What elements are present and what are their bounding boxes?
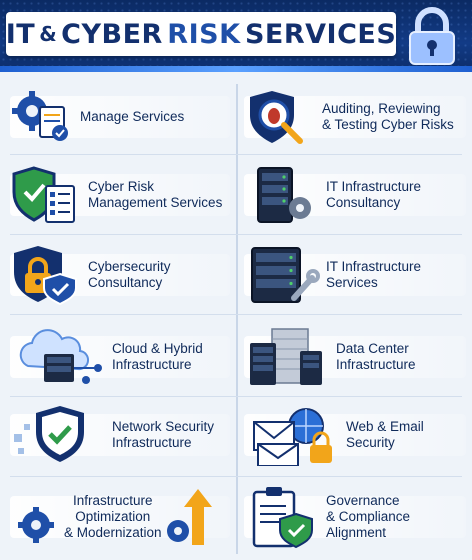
service-card-cybersecurity-consultancy[interactable]: Cybersecurity Consultancy [10, 244, 230, 306]
service-card-manage-services[interactable]: Manage Services [10, 86, 230, 148]
service-label: Cybersecurity Consultancy [88, 259, 171, 290]
title-ampersand: & [39, 22, 58, 46]
page-title: IT & CYBER RISK SERVICES [6, 12, 396, 56]
shield-checklist-icon [12, 166, 75, 223]
gear-icon [18, 507, 54, 543]
shield-network-icon [14, 406, 84, 462]
row-separator [10, 396, 462, 397]
row-separator [10, 234, 462, 235]
row-separator [10, 476, 462, 477]
title-it: IT [5, 18, 36, 50]
service-label: IT Infrastructure Consultancy [326, 179, 422, 210]
service-label: Manage Services [80, 109, 185, 124]
gear-document-icon [12, 91, 68, 141]
shield-bug-magnifier-icon [250, 91, 303, 144]
gears-arrow-icon [166, 489, 212, 545]
shield-lock-icon [14, 246, 77, 306]
row-separator [10, 314, 462, 315]
service-card-it-infrastructure-consultancy[interactable]: IT Infrastructure Consultancy [244, 164, 466, 226]
title-cyber: CYBER [61, 18, 163, 50]
service-label: IT Infrastructure Services [326, 259, 422, 290]
clipboard-shield-icon [252, 487, 313, 549]
service-label: Governance & Compliance Alignment [326, 493, 411, 540]
server-wrench-icon [251, 247, 320, 303]
service-card-network-security[interactable]: Network Security Infrastructure [10, 404, 230, 466]
service-label: Infrastructure Optimization & Modernizat… [64, 493, 162, 540]
service-label: Web & Email Security [346, 419, 424, 450]
service-card-auditing[interactable]: Auditing, Reviewing & Testing Cyber Risk… [244, 86, 466, 148]
service-card-infrastructure-optimization[interactable]: Infrastructure Optimization & Modernizat… [10, 486, 230, 548]
service-label: Data Center Infrastructure [336, 341, 416, 372]
service-label: Network Security Infrastructure [112, 419, 215, 450]
service-card-cyber-risk-management[interactable]: Cyber Risk Management Services [10, 164, 230, 226]
padlock-icon [409, 7, 455, 65]
header-banner: IT & CYBER RISK SERVICES [0, 0, 472, 72]
title-services: SERVICES [244, 18, 397, 50]
server-gear-icon [257, 167, 311, 223]
row-separator [10, 154, 462, 155]
service-card-data-center[interactable]: Data Center Infrastructure [244, 326, 466, 388]
data-center-icon [250, 328, 322, 385]
service-label: Cyber Risk Management Services [88, 179, 223, 210]
service-card-it-infrastructure-services[interactable]: IT Infrastructure Services [244, 244, 466, 306]
header-stripe [0, 66, 472, 72]
service-label: Auditing, Reviewing & Testing Cyber Risk… [322, 101, 454, 132]
service-card-web-email-security[interactable]: Web & Email Security [244, 404, 466, 466]
service-card-governance[interactable]: Governance & Compliance Alignment [244, 486, 466, 549]
service-label: Cloud & Hybrid Infrastructure [112, 341, 203, 372]
center-divider [236, 84, 238, 554]
title-risk: RISK [167, 18, 241, 50]
cloud-server-icon [19, 329, 102, 384]
service-card-cloud-hybrid[interactable]: Cloud & Hybrid Infrastructure [10, 326, 230, 388]
envelope-globe-lock-icon [253, 408, 332, 466]
